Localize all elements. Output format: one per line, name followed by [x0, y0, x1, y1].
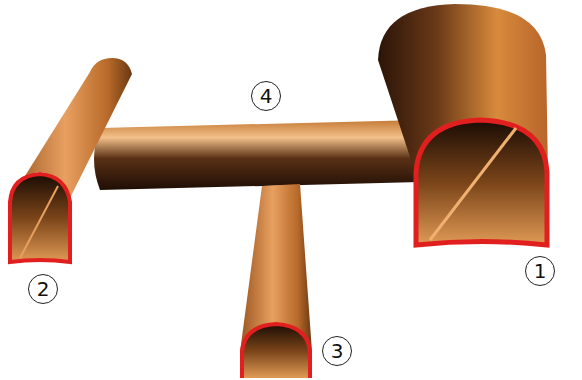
callout-number: 4 — [251, 81, 281, 111]
callout-number: 3 — [322, 336, 352, 366]
callout-number: 1 — [525, 256, 555, 286]
callout-number: 2 — [28, 274, 58, 304]
